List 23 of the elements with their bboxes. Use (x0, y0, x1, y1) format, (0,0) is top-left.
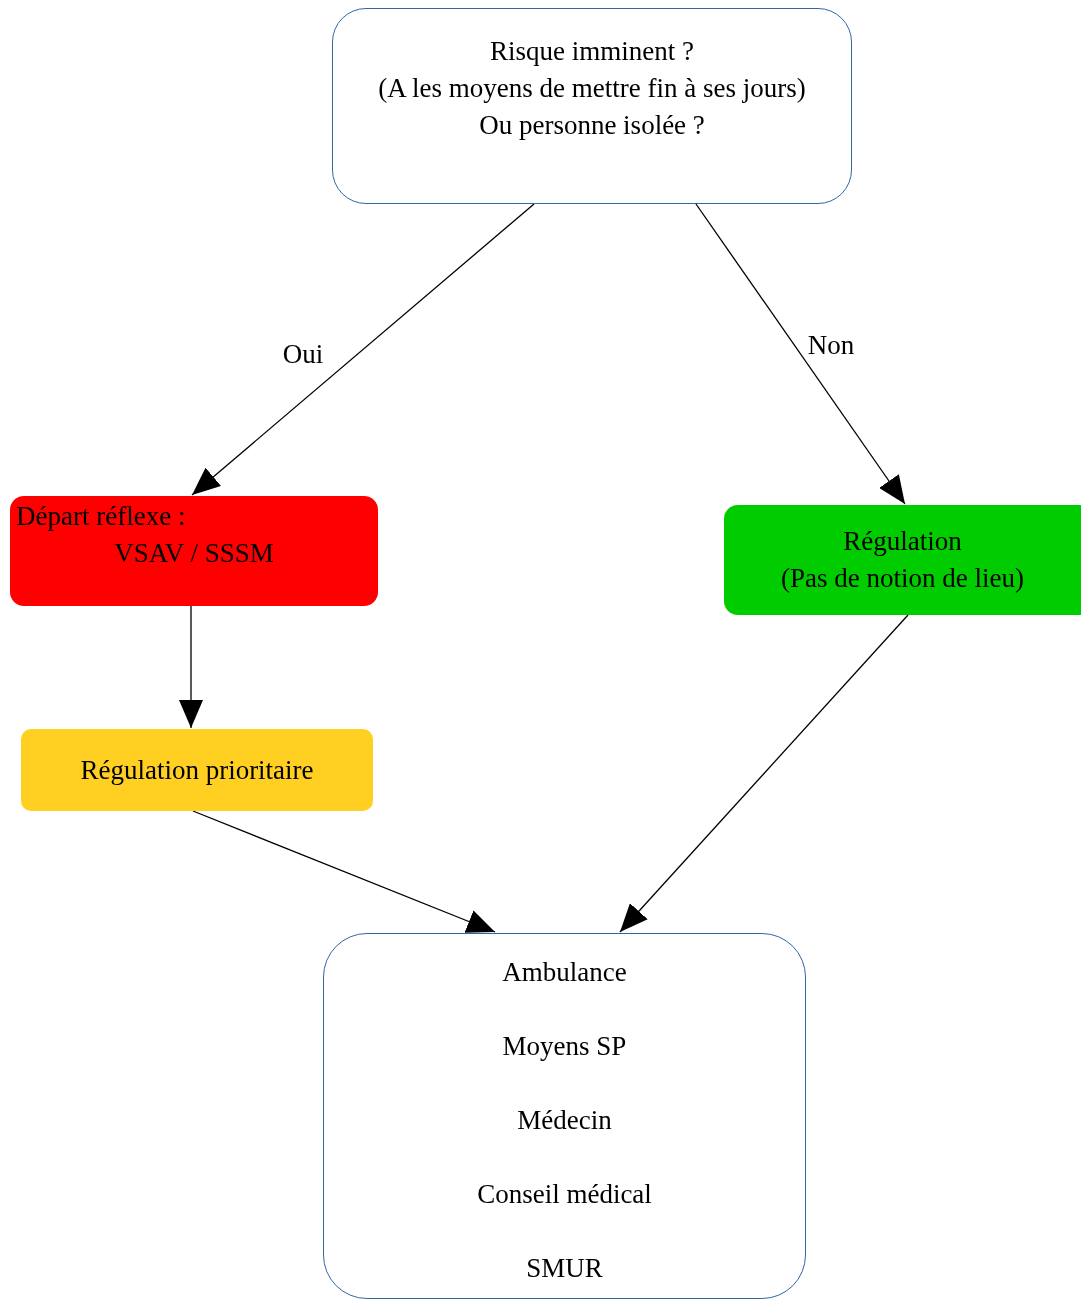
resource-box (323, 933, 806, 1299)
action-box (724, 505, 1081, 615)
arrow (619, 614, 909, 933)
arrow (179, 605, 203, 729)
node-text: SMUR (526, 1252, 603, 1285)
node-text: Ambulance (502, 956, 627, 989)
node-text: (A les moyens de mettre fin à ses jours) (378, 72, 806, 105)
node-text: Départ réflexe : (15, 500, 186, 533)
action-box (10, 496, 378, 606)
node-text: (Pas de notion de lieu) (781, 562, 1024, 595)
arrow (695, 203, 906, 505)
node-text: VSAV / SSSM (114, 537, 274, 570)
node-text: Conseil médical (477, 1178, 652, 1211)
decision-box (332, 8, 852, 204)
node-text: Régulation (843, 525, 962, 558)
node-text: Risque imminent ? (490, 35, 694, 68)
node-text: Moyens SP (502, 1030, 627, 1063)
action-box (21, 729, 373, 811)
node-text: Médecin (517, 1104, 612, 1137)
node-text: Ou personne isolée ? (479, 109, 705, 142)
node-text: Régulation prioritaire (80, 753, 314, 787)
arrow (192, 810, 496, 933)
arrow (191, 203, 535, 496)
